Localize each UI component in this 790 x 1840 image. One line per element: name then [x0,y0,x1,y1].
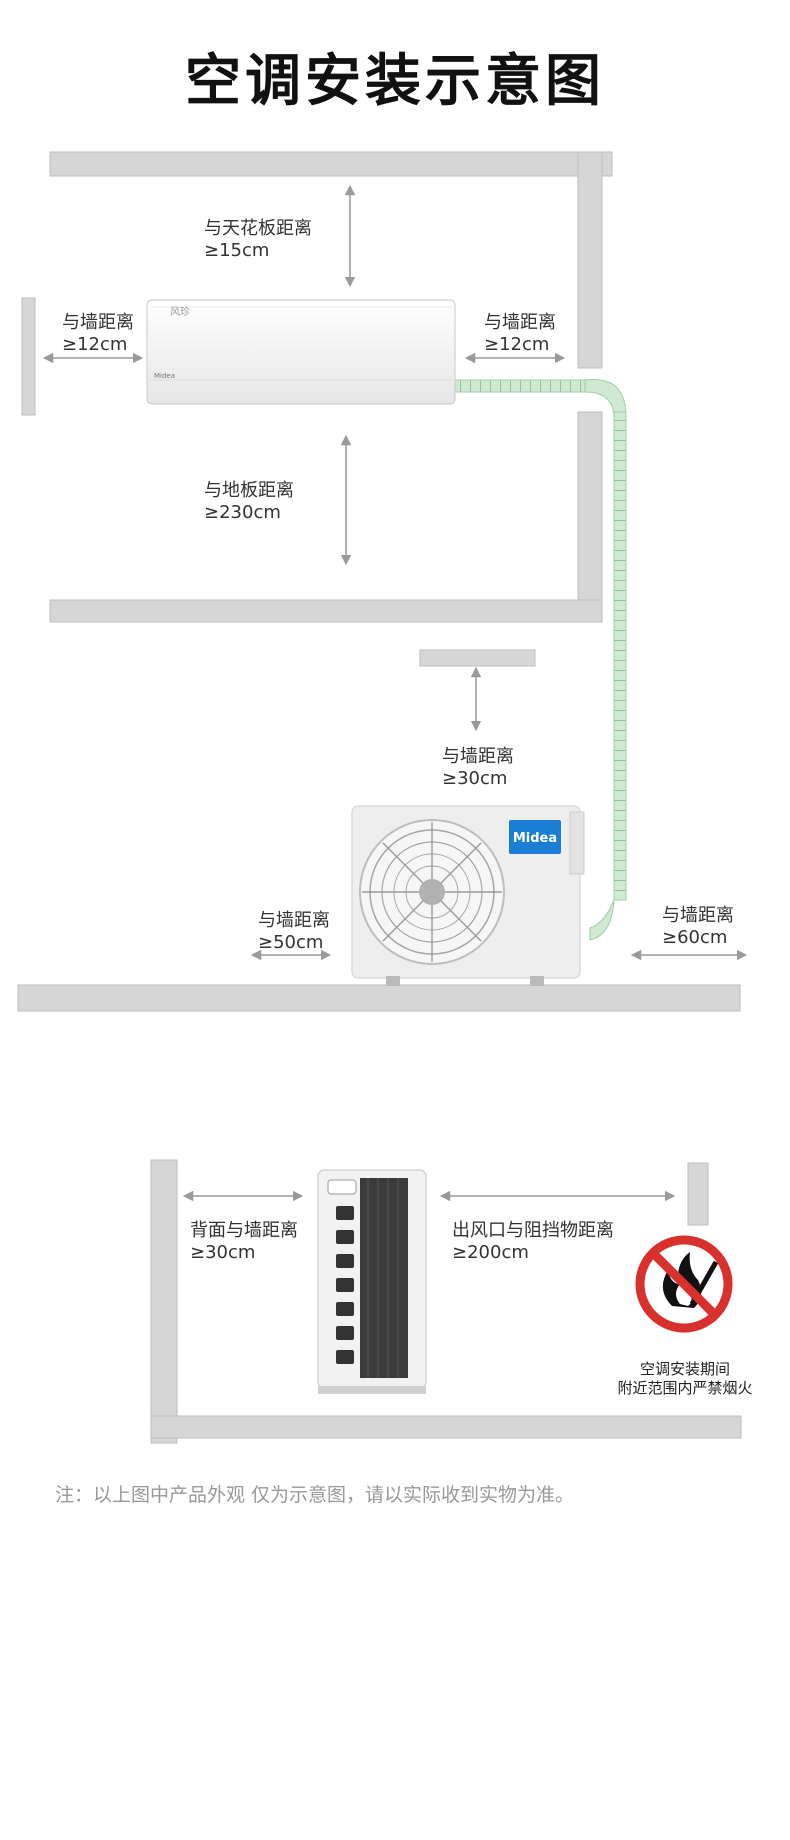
ceiling-wall [49,151,613,177]
indoor-unit [146,299,456,405]
refrigerant-pipe [454,378,627,941]
side-back-label-line2: ≥30cm [190,1242,256,1263]
side-back-label-line1: 背面与墙距离 [190,1220,298,1241]
warning-line2: 附近范围内严禁烟火 [617,1379,753,1397]
right-wall-lower [577,411,603,623]
ceiling-label: 与天花板距离 ≥15cm [204,218,312,262]
indoor-left-label-line1: 与墙距离 [62,312,134,333]
outdoor-unit-side [317,1169,427,1394]
side-view-walls [150,1159,742,1444]
outdoor-top-label: 与墙距离 ≥30cm [442,746,514,790]
no-fire-icon [635,1235,733,1333]
floor-wall [49,599,603,623]
outdoor-right-label-line2: ≥60cm [662,927,728,948]
outdoor-left-label-line1: 与墙距离 [258,910,330,931]
indoor-right-label: 与墙距离 ≥12cm [484,312,556,356]
indoor-right-label-line1: 与墙距离 [484,312,556,333]
side-front-label-line1: 出风口与阻挡物距离 [452,1220,614,1241]
ceiling-label-line2: ≥15cm [204,240,270,261]
outdoor-unit [351,805,585,986]
outdoor-top-label-line1: 与墙距离 [442,746,514,767]
indoor-brand-label: Midea [154,372,175,380]
indoor-logo-mark: 风珍 [170,306,190,318]
floor-label: 与地板距离 ≥230cm [204,480,294,524]
indoor-left-label-line2: ≥12cm [62,334,128,355]
outdoor-right-label: 与墙距离 ≥60cm [662,905,734,949]
outdoor-top-label-line2: ≥30cm [442,768,508,789]
obstacle-wall [687,1162,709,1226]
floor-label-line2: ≥230cm [204,502,281,523]
ceiling-label-line1: 与天花板距离 [204,218,312,239]
side-front-label: 出风口与阻挡物距离 ≥200cm [452,1220,614,1264]
ground-slab [17,984,741,1012]
ground-slab-side [150,1415,742,1439]
warning-text: 空调安装期间 附近范围内严禁烟火 [590,1360,780,1398]
brand-badge [509,820,561,854]
indoor-right-label-line2: ≥12cm [484,334,550,355]
indoor-clearance-arrows [42,184,566,566]
outdoor-walls [17,649,741,1012]
warning-line1: 空调安装期间 [639,1360,730,1378]
left-wall-stub [21,297,36,416]
right-wall-upper [577,151,603,369]
indoor-left-label: 与墙距离 ≥12cm [62,312,134,356]
side-front-label-line2: ≥200cm [452,1242,529,1263]
side-back-label: 背面与墙距离 ≥30cm [190,1220,298,1264]
indoor-room-walls [21,151,613,623]
outdoor-right-label-line1: 与墙距离 [662,905,734,926]
page-title: 空调安装示意图 [185,49,605,114]
footnote: 注：以上图中产品外观 仅为示意图，请以实际收到实物为准。 [55,1484,575,1506]
back-wall [150,1159,178,1444]
outdoor-left-label-line2: ≥50cm [258,932,324,953]
outdoor-clearance-arrows [250,666,748,961]
floor-label-line1: 与地板距离 [204,480,294,501]
top-wall-stub [419,649,536,667]
outdoor-left-label: 与墙距离 ≥50cm [258,910,330,954]
outdoor-brand: Midea [513,831,557,846]
